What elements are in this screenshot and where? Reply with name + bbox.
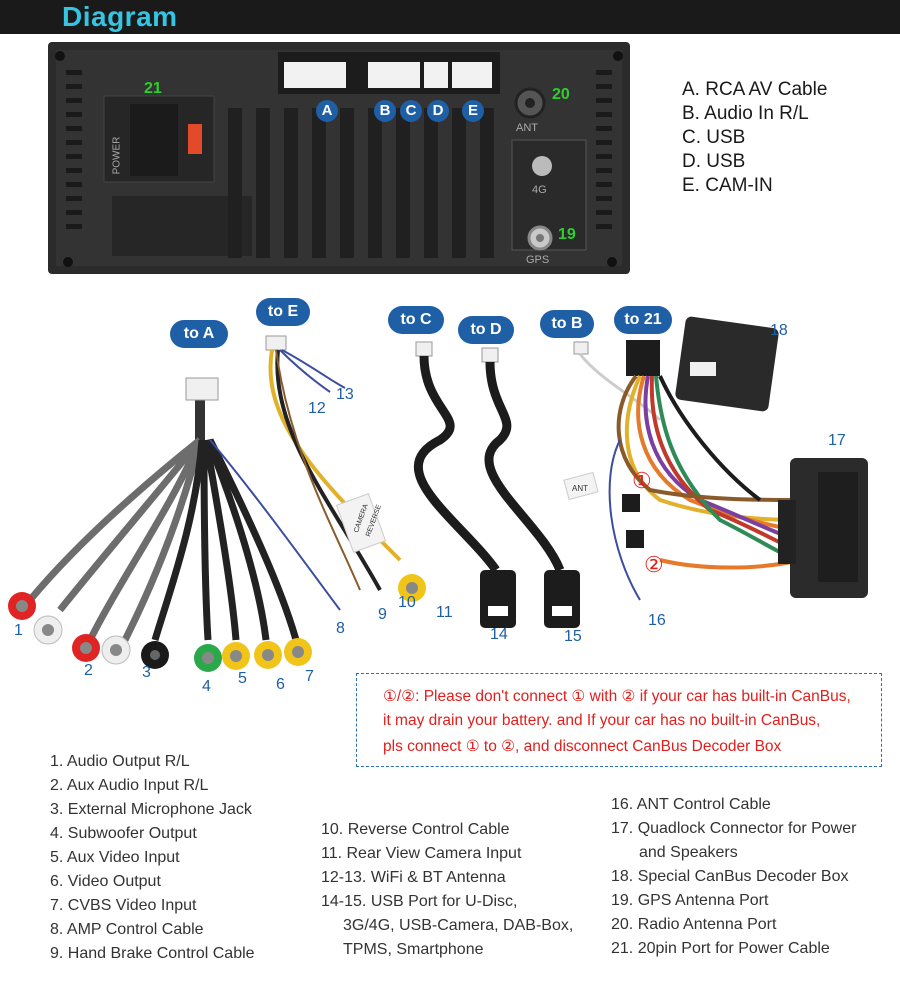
page-title: Diagram [62,1,178,32]
camera-cable: CAMERA REVERSE [265,335,426,602]
legend-item: B. Audio In R/L [682,103,809,124]
port-c-label: C [400,100,422,122]
list-item: TPMS, Smartphone [343,941,484,958]
port-20-label: 20 [552,86,570,103]
canbus-warning-box: ①/②: Please don't connect ① with ② if yo… [356,673,882,767]
power-harness [573,316,868,601]
part-number: 4 [202,678,211,695]
gps-text: GPS [526,254,550,266]
part-number: 15 [564,628,582,645]
part-number: 12 [308,400,326,417]
part-number: 1 [14,622,23,639]
part-number: 3 [142,664,151,681]
part-number: 10 [398,594,416,611]
list-item: 10. Reverse Control Cable [321,821,510,838]
part-number: 2 [84,662,93,679]
port-legend: A. RCA AV Cable B. Audio In R/L C. USB D… [682,78,827,198]
list-item: 12-13. WiFi & BT Antenna [321,869,506,886]
warning-line: pls connect ① to ②, and disconnect CanBu… [383,738,782,755]
list-item: 7. CVBS Video Input [50,897,197,914]
warning-line: ①/②: Please don't connect ① with ② if yo… [383,688,851,705]
list-item: 8. AMP Control Cable [50,921,204,938]
part-number: 13 [336,386,354,403]
list-item: 11. Rear View Camera Input [321,845,522,862]
list-item: 19. GPS Antenna Port [611,892,769,909]
power-text: POWER [111,136,123,175]
port-e-label: E [462,100,484,122]
list-item: 9. Hand Brake Control Cable [50,945,255,962]
badge-to-e: to E [256,298,310,326]
part-number: 11 [436,604,453,621]
legend-item: C. USB [682,127,746,148]
list-item: 16. ANT Control Cable [611,796,771,813]
badge-to-d: to D [458,316,514,344]
list-item: 3. External Microphone Jack [50,801,252,818]
circle-1-label: ① [632,468,652,493]
list-item: and Speakers [639,844,738,861]
circle-2-label: ② [644,552,664,577]
badge-to-21: to 21 [614,306,672,334]
list-item: 17. Quadlock Connector for Power [611,820,857,837]
legend-item: E. CAM-IN [682,175,773,196]
ant-tag: ANT [572,484,588,493]
list-item: 2. Aux Audio Input R/L [50,777,209,794]
legend-item: A. RCA AV Cable [682,79,828,100]
parts-list-right: 16. ANT Control Cable 17. Quadlock Conne… [611,793,856,961]
port-21-label: 21 [144,80,162,97]
part-number: 17 [828,432,846,449]
port-19-label: 19 [558,226,576,243]
legend-item: D. USB [682,151,746,172]
parts-list-left: 1. Audio Output R/L 2. Aux Audio Input R… [50,750,255,966]
list-item: 4. Subwoofer Output [50,825,197,842]
part-number: 14 [490,626,508,643]
list-item: 20. Radio Antenna Port [611,916,777,933]
part-number: 9 [378,606,387,623]
list-item: 18. Special CanBus Decoder Box [611,868,849,885]
list-item: 21. 20pin Port for Power Cable [611,940,830,957]
badge-to-b: to B [540,310,594,338]
4g-text: 4G [532,184,547,196]
header-bar: Diagram [0,0,900,34]
port-d-label: D [427,100,449,122]
list-item: 3G/4G, USB-Camera, DAB-Box, [343,917,574,934]
list-item: 14-15. USB Port for U-Disc, [321,893,518,910]
list-item: 5. Aux Video Input [50,849,180,866]
head-unit [48,42,630,274]
ant-text: ANT [516,122,538,134]
parts-list-middle: 10. Reverse Control Cable 11. Rear View … [321,818,573,962]
part-number: 8 [336,620,345,637]
part-number: 7 [305,668,314,685]
part-number: 16 [648,612,666,629]
warning-line: it may drain your battery. and If your c… [383,712,821,729]
port-a-label: A [316,100,338,122]
list-item: 1. Audio Output R/L [50,753,190,770]
part-number: 18 [770,322,788,339]
badge-to-a: to A [170,320,228,348]
list-item: 6. Video Output [50,873,161,890]
part-number: 5 [238,670,247,687]
usb-cables: ANT [413,341,599,628]
badge-to-c: to C [388,306,444,334]
rca-cable-bundle [8,377,341,672]
part-number: 6 [276,676,285,693]
port-b-label: B [374,100,396,122]
